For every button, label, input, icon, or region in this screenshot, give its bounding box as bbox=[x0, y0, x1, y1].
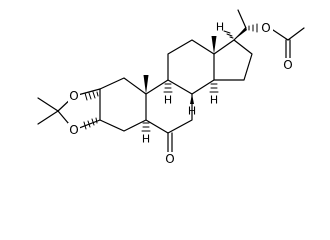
c13-methyl-wedge bbox=[211, 36, 217, 54]
ring-d-bonds bbox=[213, 39, 253, 81]
c8-h-wedge bbox=[190, 94, 194, 104]
atom-label-h-c8: H bbox=[188, 105, 196, 118]
hashed-bonds bbox=[83, 23, 262, 132]
c10-methyl-wedge bbox=[143, 75, 149, 94]
methyl-bond-a bbox=[37, 97, 59, 112]
methyl-bond-b bbox=[37, 110, 59, 125]
atom-label-o-dioxolane-bottom: O bbox=[69, 123, 78, 137]
atom-label-h-c17: H bbox=[216, 21, 224, 34]
c5-h-hash bbox=[141, 122, 151, 132]
c17-side-chain-wedge bbox=[234, 27, 247, 40]
side-chain-methyl bbox=[237, 9, 247, 29]
atom-label-o-carbonyl: O bbox=[283, 58, 292, 72]
atom-label-o-ketone: O bbox=[165, 152, 174, 166]
c9-h-hash bbox=[163, 83, 173, 93]
c17-h-hash bbox=[223, 30, 234, 39]
wedge-bonds bbox=[143, 27, 247, 104]
ring-b-bonds bbox=[145, 79, 193, 134]
atom-label-h-c9: H bbox=[164, 94, 172, 107]
chemical-structure: O O O O O H H H H H bbox=[37, 9, 305, 166]
atom-label-o-ester: O bbox=[261, 21, 270, 35]
atom-label-h-c5: H bbox=[142, 133, 150, 146]
acetyl-methyl bbox=[287, 27, 305, 41]
ring-c-bonds bbox=[167, 39, 215, 95]
ring-a-bonds bbox=[99, 77, 147, 132]
c2-o-hash bbox=[84, 91, 99, 101]
atom-label-o-dioxolane-top: O bbox=[69, 89, 78, 103]
atom-label-h-c14: H bbox=[210, 94, 218, 107]
atom-labels: O O O O O H H H H H bbox=[68, 21, 294, 166]
c3-o-hash bbox=[83, 117, 98, 130]
c14-h-hash bbox=[209, 83, 219, 93]
